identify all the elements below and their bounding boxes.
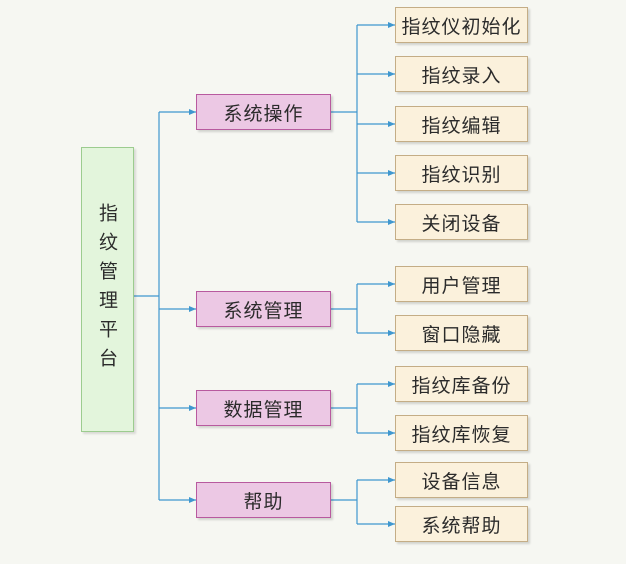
leaf-label: 系统帮助 bbox=[421, 514, 502, 537]
category-node-system-management: 系统管理 bbox=[196, 291, 331, 327]
leaf-label: 指纹库备份 bbox=[411, 374, 512, 397]
leaf-label: 指纹识别 bbox=[421, 163, 502, 186]
category-node-system-operation: 系统操作 bbox=[196, 94, 331, 130]
leaf-label: 关闭设备 bbox=[421, 212, 502, 235]
leaf-node: 关闭设备 bbox=[395, 204, 528, 240]
leaf-node: 指纹仪初始化 bbox=[395, 7, 528, 43]
leaf-node: 指纹库恢复 bbox=[395, 415, 528, 451]
leaf-node: 指纹识别 bbox=[395, 155, 528, 191]
leaf-node: 指纹录入 bbox=[395, 56, 528, 92]
category-node-data-management: 数据管理 bbox=[196, 390, 331, 426]
leaf-label: 设备信息 bbox=[421, 470, 502, 493]
leaf-label: 指纹仪初始化 bbox=[401, 15, 522, 38]
category-label: 系统操作 bbox=[223, 102, 304, 125]
root-label: 指纹管理平台 bbox=[96, 202, 118, 377]
category-node-help: 帮助 bbox=[196, 482, 331, 518]
leaf-node: 指纹编辑 bbox=[395, 106, 528, 142]
leaf-label: 指纹录入 bbox=[421, 64, 502, 87]
leaf-node: 窗口隐藏 bbox=[395, 315, 528, 351]
leaf-node: 设备信息 bbox=[395, 462, 528, 498]
leaf-label: 用户管理 bbox=[421, 274, 502, 297]
leaf-node: 用户管理 bbox=[395, 266, 528, 302]
root-node: 指纹管理平台 bbox=[81, 147, 134, 432]
category-label: 数据管理 bbox=[223, 398, 304, 421]
leaf-node: 系统帮助 bbox=[395, 506, 528, 542]
leaf-label: 窗口隐藏 bbox=[421, 323, 502, 346]
leaf-node: 指纹库备份 bbox=[395, 366, 528, 402]
category-label: 帮助 bbox=[243, 490, 284, 513]
category-label: 系统管理 bbox=[223, 299, 304, 322]
leaf-label: 指纹编辑 bbox=[421, 114, 502, 137]
leaf-label: 指纹库恢复 bbox=[411, 423, 512, 446]
